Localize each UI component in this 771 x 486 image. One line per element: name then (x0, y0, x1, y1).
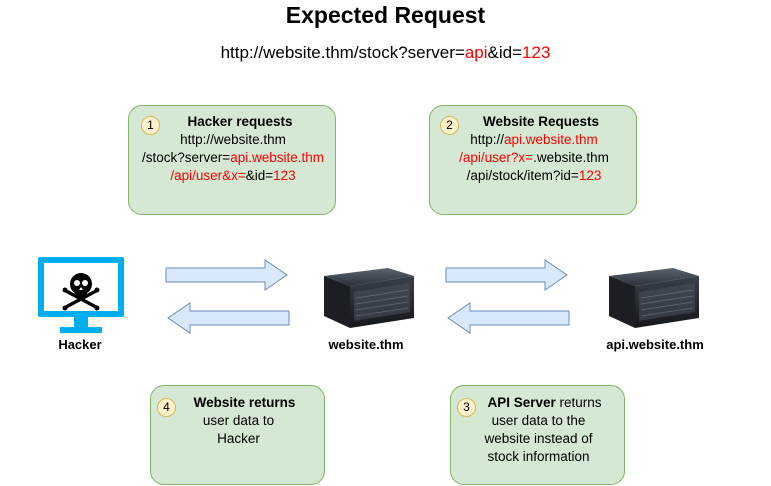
step-1-line-3a: /api/user&x= (170, 168, 246, 183)
step-2-line-3a: /api/stock/item?id= (466, 168, 579, 183)
step-1-line-3: /api/user&x=&id=123 (129, 167, 337, 185)
step-3-line-1: API Server returns (451, 394, 626, 412)
step-2-line-3: /api/stock/item?id=123 (430, 167, 638, 185)
url-part-2: api (464, 43, 488, 62)
hacker-label: Hacker (58, 337, 102, 352)
step-3-line-1-rest: returns (555, 395, 602, 410)
step-3-line-3: website instead of (484, 431, 593, 446)
step-1-box: 1 Hacker requests http://website.thm /st… (128, 105, 336, 215)
arrow-api-to-website (447, 302, 570, 334)
step-4-heading: Website returns (193, 395, 296, 410)
step-2-line-2b: .website.thm (533, 150, 609, 165)
step-1-line-3b: &id= (245, 168, 274, 183)
url-part-4: 123 (522, 43, 551, 62)
step-3-line-2: user data to the (491, 413, 586, 428)
website-label: website.thm (328, 337, 404, 352)
step-1-line-2b: api.website.thm (230, 150, 324, 165)
step-2-line-3b: 123 (578, 168, 602, 183)
step-1-badge: 1 (141, 116, 160, 135)
step-1-line-3c: 123 (273, 168, 296, 183)
step-3-heading: API Server (487, 395, 556, 410)
step-1-line-1: http://website.thm (180, 132, 286, 147)
api-label: api.website.thm (606, 337, 704, 352)
url-part-1: http://website.thm/stock?server= (220, 43, 465, 62)
website-server-icon (324, 268, 414, 328)
step-2-line-1b: api.website.thm (503, 132, 598, 147)
step-3-box: 3 API Server returns user data to the we… (450, 385, 625, 485)
step-2-line-2a: /api/user?x= (459, 150, 534, 165)
step-3-badge: 3 (457, 398, 476, 417)
step-2-line-2: /api/user?x=.website.thm (430, 149, 638, 167)
arrow-website-to-api (445, 259, 568, 291)
arrow-hacker-to-website (165, 259, 288, 291)
diagram-title: Expected Request (285, 2, 486, 28)
step-2-line-1a: http:// (470, 132, 504, 147)
step-4-line-3: Hacker (217, 431, 260, 446)
step-2-badge: 2 (440, 116, 459, 135)
hacker-monitor-icon (38, 257, 124, 333)
step-2-box: 2 Website Requests http://api.website.th… (429, 105, 637, 215)
step-2-heading: Website Requests (482, 114, 600, 129)
url-part-3: &id= (487, 43, 523, 62)
step-2-line-1: http://api.website.thm (430, 131, 638, 149)
step-1-line-2: /stock?server=api.website.thm (129, 149, 337, 167)
step-1-heading: Hacker requests (187, 114, 293, 129)
step-4-badge: 4 (157, 398, 176, 417)
step-4-box: 4 Website returns user data to Hacker (150, 385, 325, 485)
arrow-website-to-hacker (167, 302, 290, 334)
api-server-icon (609, 268, 699, 328)
step-4-line-2: user data to (202, 413, 275, 428)
step-1-line-2a: /stock?server= (142, 150, 231, 165)
skull-crossbones-icon (62, 273, 100, 311)
expected-url: http://website.thm/stock?server=api&id=1… (0, 42, 771, 64)
step-3-line-4: stock information (487, 449, 590, 464)
